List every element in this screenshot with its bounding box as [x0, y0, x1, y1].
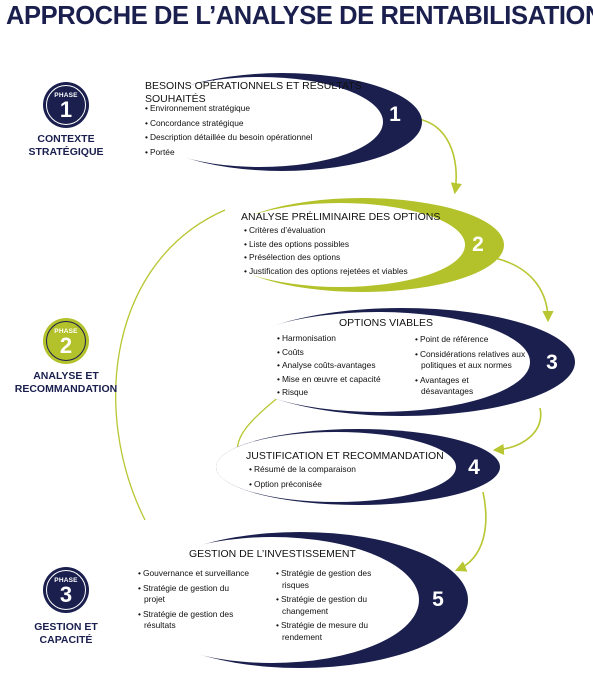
list-item: Coûts [277, 346, 381, 360]
list-item: Harmonisation [277, 332, 381, 346]
list-item: Liste des options possibles [244, 238, 408, 252]
list-item-continued: résultats [144, 620, 176, 630]
list-item: Point de référence [415, 334, 525, 346]
loop-connector [115, 209, 226, 521]
list-item: Analyse coûts-avantages [277, 359, 381, 373]
phase-2-badge: PHASE 2 [43, 318, 89, 364]
step-4-number: 4 [468, 456, 480, 479]
list-item: Environnement stratégique [145, 103, 312, 115]
list-item: Portée [145, 147, 312, 159]
list-item-continued: projet [144, 594, 165, 604]
list-item: Stratégie de mesure du [276, 620, 371, 632]
list-item: Stratégie de gestion des [138, 609, 249, 621]
list-item: Stratégie de gestion des [276, 568, 371, 580]
phase-1-label: CONTEXTE STRATÉGIQUE [28, 133, 104, 158]
phase-1-badge: PHASE 1 [43, 82, 89, 128]
step-3-title: OPTIONS VIABLES [339, 317, 433, 329]
list-item-continued: désavantages [421, 386, 474, 396]
step-5-list-right: Stratégie de gestion des risques Stratég… [276, 568, 371, 643]
list-item: Gouvernance et surveillance [138, 568, 249, 580]
step-2-title: ANALYSE PRÉLIMINAIRE DES OPTIONS [241, 211, 441, 223]
list-item: Description détaillée du besoin opératio… [145, 132, 313, 144]
list-item: Considérations relatives aux [415, 349, 525, 361]
step-1-title: BESOINS OPÉRATIONNELS ET RÉSULTATS SOUHA… [145, 80, 362, 105]
list-item-continued: rendement [282, 631, 323, 642]
list-item: Risque [277, 386, 381, 400]
list-item: Stratégie de gestion du [276, 594, 371, 606]
page-title: APPROCHE DE L’ANALYSE DE RENTABILISATION [6, 2, 593, 30]
list-item: Concordance stratégique [145, 118, 312, 130]
list-item: Résumé de la comparaison [249, 464, 356, 476]
step-3-list-right: Point de référence Considérations relati… [415, 334, 525, 398]
step-4-title: JUSTIFICATION ET RECOMMANDATION [246, 450, 444, 462]
phase-3-label: GESTION ET CAPACITÉ [34, 621, 98, 646]
list-item-continued: politiques et aux normes [421, 360, 512, 370]
list-item: Option préconisée [249, 479, 356, 491]
step-5-number: 5 [432, 588, 444, 611]
step-1-list: Environnement stratégique Concordance st… [145, 103, 313, 159]
list-item: Mise en œuvre et capacité [277, 373, 381, 387]
step-4-list: Résumé de la comparaison Option préconis… [249, 464, 356, 490]
step-3-number: 3 [546, 351, 558, 374]
arrow-2-3 [494, 257, 554, 323]
phase-2-label: ANALYSE ET RECOMMANDATION [14, 370, 118, 395]
step-1-number: 1 [389, 103, 401, 126]
step-5-list-left: Gouvernance et surveillance Stratégie de… [138, 568, 249, 632]
phase-3-badge: PHASE 3 [43, 567, 89, 613]
list-item: Critères d’évaluation [244, 224, 408, 238]
list-item: Stratégie de gestion du [138, 583, 249, 595]
step-2-list: Critères d’évaluation Liste des options … [244, 224, 408, 278]
arrow-3-4 [492, 407, 542, 455]
list-item: Avantages et [415, 375, 525, 387]
list-item-continued: changement [282, 605, 329, 616]
step-2-number: 2 [472, 233, 484, 256]
list-item: Présélection des options [244, 251, 408, 265]
list-item: Justification des options rejetées et vi… [244, 265, 408, 279]
step-3-list-left: Harmonisation Coûts Analyse coûts-avanta… [277, 332, 381, 400]
step-5-title: GESTION DE L’INVESTISSEMENT [189, 548, 356, 560]
arrow-4-5 [454, 491, 487, 572]
list-item-continued: risques [282, 579, 309, 590]
